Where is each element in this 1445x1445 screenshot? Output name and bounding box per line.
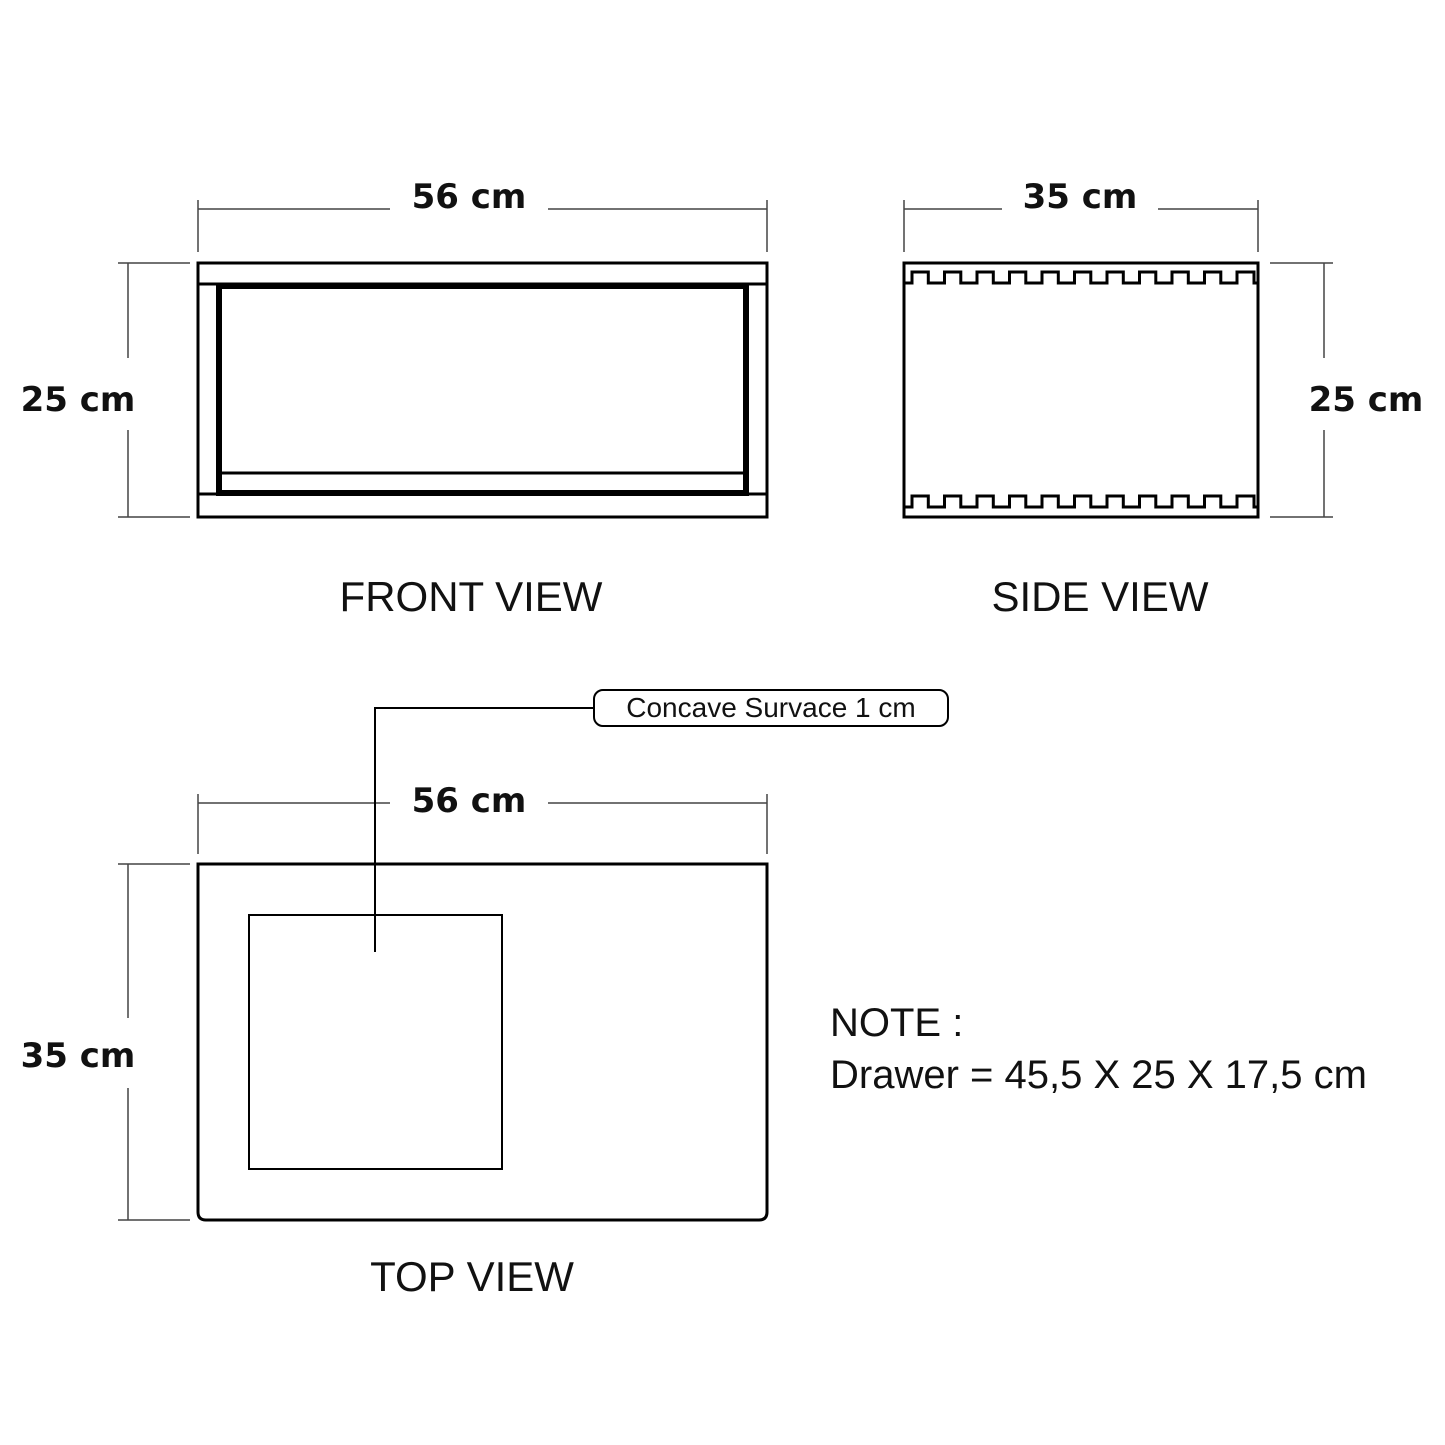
note: NOTE : Drawer = 45,5 X 25 X 17,5 cm	[830, 1001, 1367, 1097]
top-view: 56 cm 35 cm Concave Survace 1 cm TOP VIE…	[21, 689, 949, 1300]
top-view-label: TOP VIEW	[370, 1253, 574, 1300]
callout-leader	[374, 707, 594, 952]
front-width-dim: 56 cm	[412, 177, 527, 217]
front-view-label: FRONT VIEW	[340, 573, 603, 620]
note-text: Drawer = 45,5 X 25 X 17,5 cm	[830, 1053, 1367, 1097]
callout-box	[593, 689, 949, 727]
side-view: 35 cm 25 cm SIDE VIEW	[902, 177, 1424, 620]
top-width-dim: 56 cm	[412, 781, 527, 821]
callout-text: Concave Survace 1 cm	[626, 692, 915, 723]
joint-pattern-bottom	[904, 494, 1258, 509]
top-outer-frame	[196, 862, 769, 1222]
side-width-dim: 35 cm	[1023, 177, 1138, 217]
side-view-label: SIDE VIEW	[991, 573, 1208, 620]
concave-surface	[248, 914, 503, 1170]
joint-pattern-top	[904, 270, 1258, 285]
side-height-dim: 25 cm	[1309, 380, 1424, 420]
front-height-dim: 25 cm	[21, 380, 136, 420]
front-outer-frame	[196, 261, 769, 519]
note-title: NOTE :	[830, 1001, 963, 1045]
drawer-front	[216, 283, 749, 496]
side-outer-frame	[902, 261, 1260, 519]
top-height-dim: 35 cm	[21, 1036, 136, 1076]
front-view: 56 cm 25 cm FRONT VIEW	[21, 177, 769, 620]
